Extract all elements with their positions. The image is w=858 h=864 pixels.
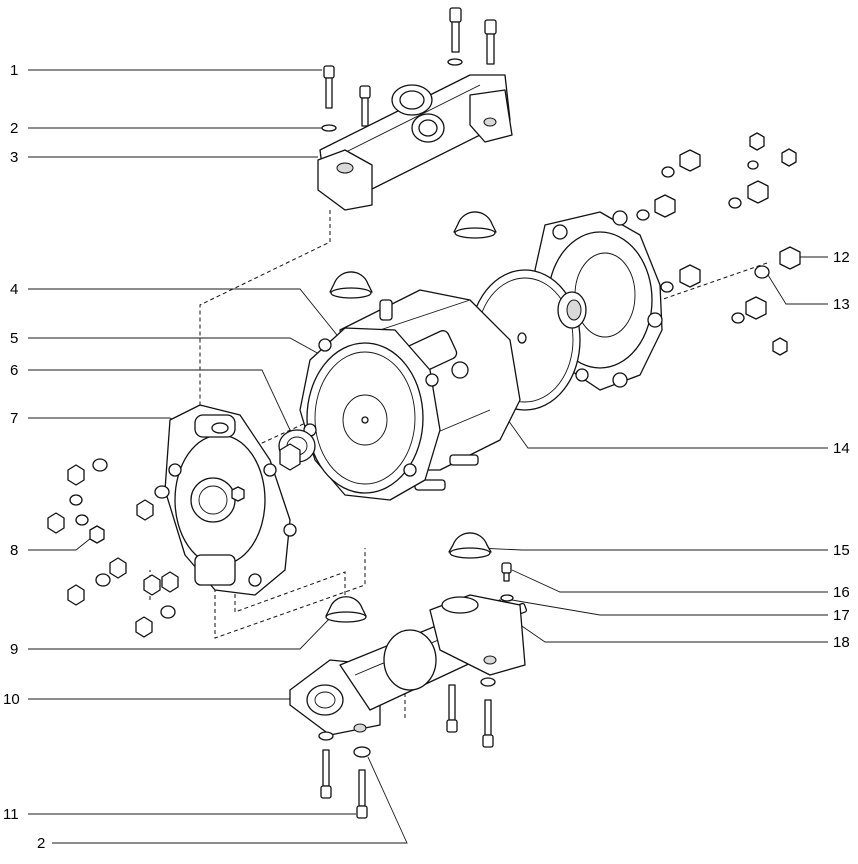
right-fasteners: [636, 132, 801, 356]
callout-11: 11: [3, 806, 19, 823]
callout-16: 16: [833, 584, 850, 601]
check-ball: [329, 271, 373, 299]
left-diaphragm-assembly: [299, 327, 441, 501]
callout-9: 9: [10, 641, 18, 658]
callout-5: 5: [10, 330, 18, 347]
bottom-bolt: [446, 684, 458, 733]
callout-labels: 1 2 3 4 5 6 7 8 9 10 11 2 12 13 14 15 16…: [3, 62, 850, 852]
top-bolt: [447, 7, 463, 66]
callout-6: 6: [10, 362, 18, 379]
callout-10: 10: [3, 691, 20, 708]
callout-14: 14: [833, 440, 850, 457]
callout-17: 17: [833, 607, 850, 624]
callout-18: 18: [833, 634, 850, 651]
bottom-bolt: [356, 769, 368, 819]
callout-12: 12: [833, 249, 850, 266]
check-ball: [448, 532, 492, 559]
top-bolt: [484, 19, 497, 65]
bottom-fasteners: [318, 677, 496, 819]
bottom-bolt: [320, 749, 332, 799]
bottom-manifold-assembly: [289, 594, 526, 736]
callout-13: 13: [833, 296, 850, 313]
leader-lines: [28, 69, 828, 844]
callout-1: 1: [10, 62, 18, 79]
top-bolt: [359, 85, 371, 127]
callout-2-bottom: 2: [37, 835, 45, 852]
check-ball: [325, 596, 367, 623]
left-fasteners: [47, 458, 179, 638]
check-ball: [453, 211, 497, 239]
bottom-bolt: [482, 699, 494, 748]
plate-bolt: [278, 429, 316, 471]
callout-7: 7: [10, 410, 18, 427]
callout-15: 15: [833, 542, 850, 559]
callout-8: 8: [10, 542, 18, 559]
callout-4: 4: [10, 281, 18, 298]
top-bolt: [321, 65, 337, 132]
callout-3: 3: [10, 149, 18, 166]
top-manifold-assembly: [317, 7, 513, 211]
callout-2-top: 2: [10, 120, 18, 137]
left-fluid-cover: [164, 404, 297, 596]
